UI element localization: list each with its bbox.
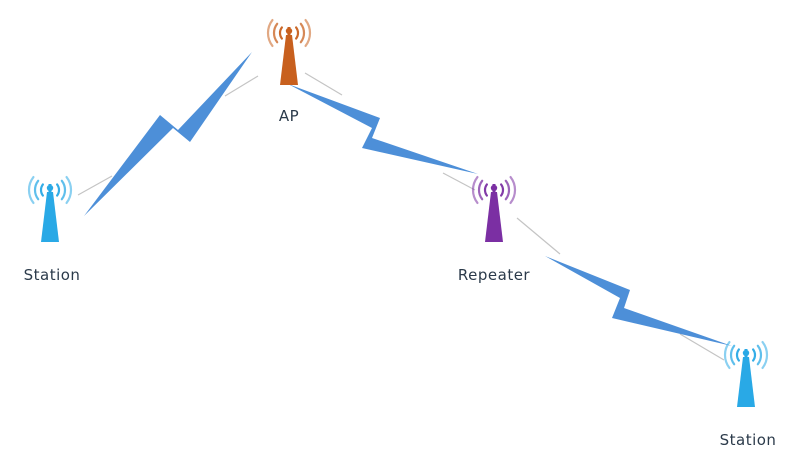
node-station-right: Station (720, 340, 777, 449)
antenna-tip (46, 184, 54, 192)
signal-wave-arc (477, 179, 484, 201)
guide-lines (77, 72, 725, 361)
node-label: AP (279, 107, 299, 125)
node-label: Station (24, 266, 81, 284)
guide-line (442, 172, 476, 191)
tower-body (485, 192, 503, 242)
signal-wave-arc (729, 344, 736, 366)
guide-line (224, 75, 259, 97)
guide-line (679, 333, 725, 361)
tower-body (737, 357, 755, 407)
signal-wave-arc (55, 183, 61, 197)
node-label: Station (720, 431, 777, 449)
antenna-tip (742, 349, 750, 357)
wireless-link-bolt-icon (288, 84, 478, 174)
signal-waves (27, 175, 73, 205)
signal-wave-arc (509, 175, 517, 205)
signal-wave-arc (761, 340, 769, 370)
node-repeater: Repeater (458, 175, 531, 284)
signal-wave-arc (272, 22, 279, 44)
signal-wave-arc (483, 183, 489, 197)
signal-wave-arc (735, 348, 741, 362)
signal-wave-arc (65, 175, 73, 205)
tower-body (41, 192, 59, 242)
antenna-tower-icon (723, 340, 769, 407)
signal-wave-arc (266, 18, 274, 48)
signal-wave-arc (27, 175, 35, 205)
antenna-tower-icon (27, 175, 73, 242)
antenna-tip (285, 27, 293, 35)
guide-line (304, 72, 343, 96)
antenna-tower-icon (471, 175, 517, 242)
node-ap: AP (266, 18, 312, 125)
signal-wave-arc (471, 175, 479, 205)
node-station-left: Station (24, 175, 81, 284)
node-label: Repeater (458, 266, 531, 284)
signal-wave-arc (299, 22, 306, 44)
guide-line (516, 217, 561, 255)
signal-wave-arc (294, 26, 300, 40)
signal-wave-arc (723, 340, 731, 370)
guide-line (77, 175, 113, 196)
signal-wave-arc (499, 183, 505, 197)
signal-wave-arc (39, 183, 45, 197)
signal-wave-arc (756, 344, 763, 366)
signal-wave-arc (33, 179, 40, 201)
tower-body (280, 35, 298, 85)
signal-wave-arc (278, 26, 284, 40)
wireless-link-bolt-icon (84, 52, 252, 216)
signal-wave-arc (304, 18, 312, 48)
signal-waves (723, 340, 769, 370)
signal-waves (471, 175, 517, 205)
signal-wave-arc (751, 348, 757, 362)
signal-waves (266, 18, 312, 48)
antenna-tip (490, 184, 498, 192)
wireless-links (84, 52, 732, 346)
wireless-link-bolt-icon (545, 256, 732, 346)
antenna-tower-icon (266, 18, 312, 85)
signal-wave-arc (504, 179, 511, 201)
signal-wave-arc (60, 179, 67, 201)
